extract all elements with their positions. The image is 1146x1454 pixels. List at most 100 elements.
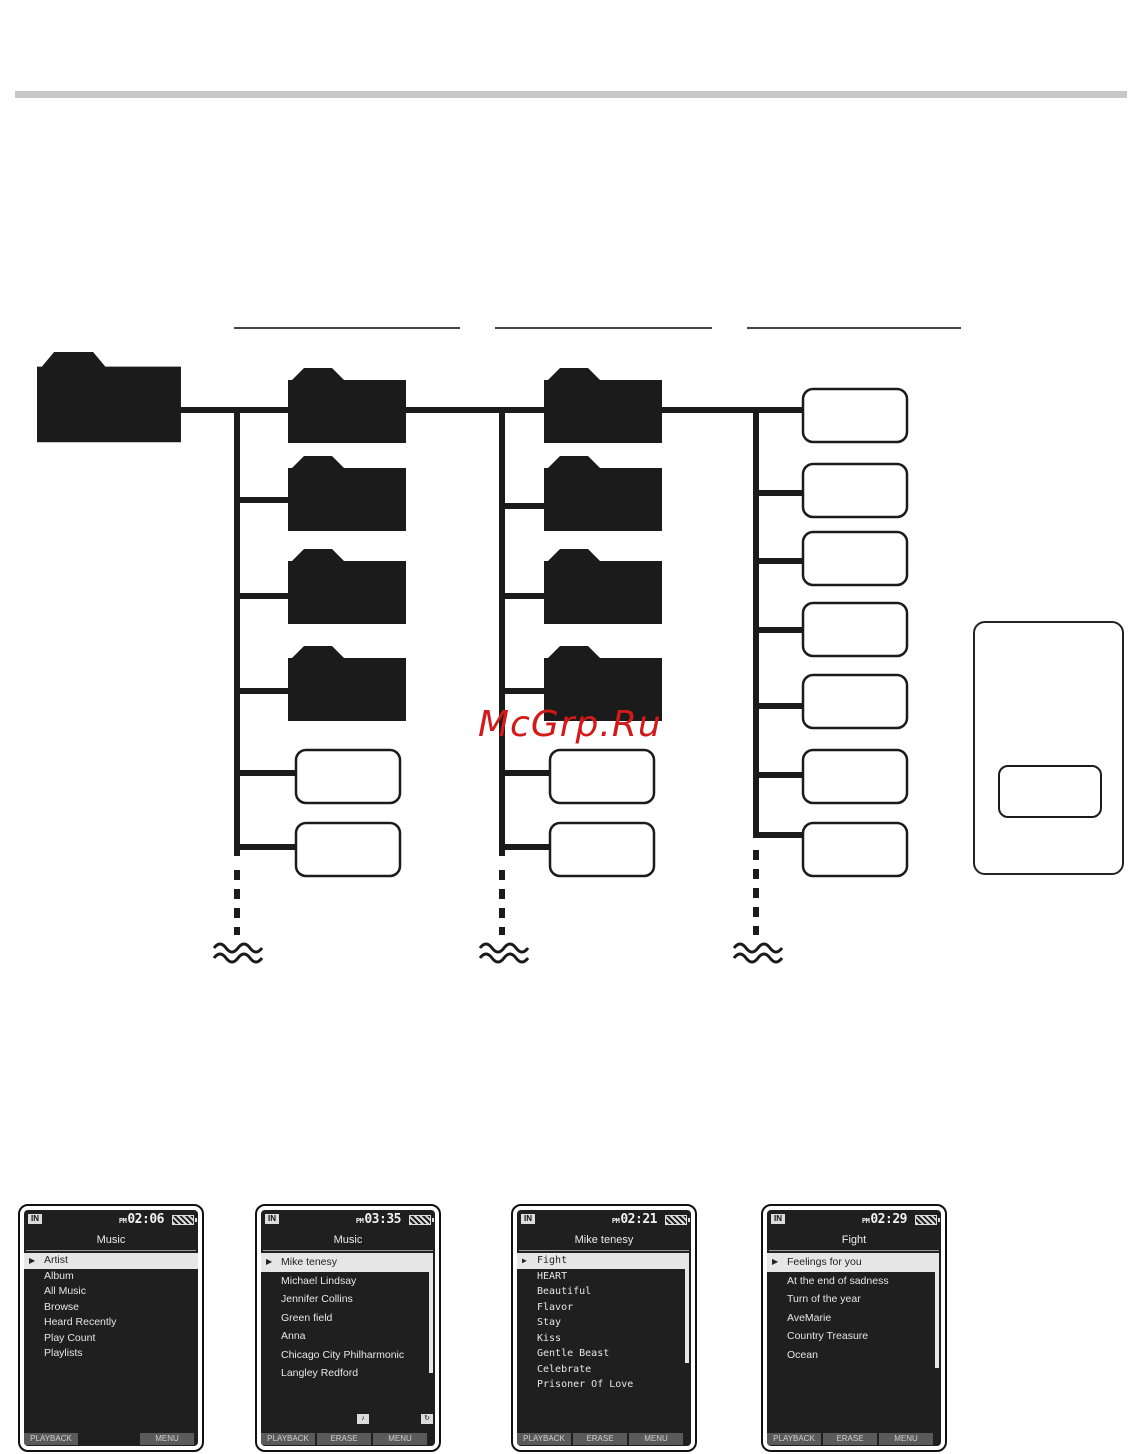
clock: PM02:21 bbox=[611, 1212, 658, 1227]
softkey-erase[interactable]: ERASE bbox=[573, 1433, 627, 1445]
level3-file-box-1 bbox=[801, 387, 909, 444]
break-mark-1b bbox=[212, 952, 264, 964]
battery-icon bbox=[915, 1215, 940, 1225]
list-item[interactable]: Country Treasure bbox=[787, 1330, 869, 1342]
menu-item[interactable]: Playlists bbox=[44, 1347, 83, 1359]
softkey-erase[interactable]: ERASE bbox=[317, 1433, 371, 1445]
softkey-menu[interactable]: MENU bbox=[879, 1433, 933, 1445]
level2-folder-icon-3 bbox=[544, 549, 662, 624]
watermark: McGrp.Ru bbox=[478, 704, 662, 745]
list-item[interactable]: Green field bbox=[281, 1311, 333, 1324]
battery-icon bbox=[665, 1215, 690, 1225]
break-mark-1 bbox=[212, 942, 264, 954]
level1-file-box-1 bbox=[294, 748, 402, 805]
lcd-title: Mike tenesy bbox=[574, 1234, 634, 1246]
status-bar: IN PM02:29 bbox=[767, 1210, 941, 1228]
list-item[interactable]: Turn of the year bbox=[787, 1293, 861, 1305]
lcd-screen-3: IN PM02:21 Mike tenesy Fight HEART Beaut… bbox=[511, 1204, 697, 1452]
softkey-menu[interactable]: MENU bbox=[140, 1433, 194, 1445]
list-item[interactable]: Mike tenesy bbox=[261, 1253, 429, 1272]
column-header-line-2 bbox=[495, 327, 712, 329]
list-item[interactable]: AveMarie bbox=[787, 1311, 832, 1324]
menu-item[interactable]: Album bbox=[44, 1269, 74, 1282]
lcd-divider bbox=[519, 1250, 689, 1251]
level1-folder-icon-4 bbox=[288, 646, 406, 721]
level2-file-box-1 bbox=[548, 748, 656, 805]
list-item[interactable]: Feelings for you bbox=[767, 1253, 935, 1272]
list-item[interactable]: Kiss bbox=[537, 1332, 562, 1344]
status-bar: IN PM02:06 bbox=[24, 1210, 198, 1228]
list-item[interactable]: Anna bbox=[281, 1330, 306, 1342]
top-rule bbox=[15, 91, 1127, 98]
level2-folder-icon-2 bbox=[544, 456, 662, 531]
list-item[interactable]: Beautiful bbox=[537, 1286, 592, 1297]
list-item[interactable]: Celebrate bbox=[537, 1363, 592, 1375]
level1-folder-icon-2 bbox=[288, 456, 406, 531]
list-item[interactable]: Ocean bbox=[787, 1348, 818, 1361]
softkey-playback[interactable]: PLAYBACK bbox=[24, 1433, 78, 1445]
track-list: Feelings for you At the end of sadness T… bbox=[767, 1253, 941, 1364]
menu-item[interactable]: Artist bbox=[24, 1253, 198, 1269]
list-item[interactable]: Flavor bbox=[537, 1301, 574, 1313]
level3-file-box-4 bbox=[801, 601, 909, 658]
softkey-erase[interactable]: ERASE bbox=[823, 1433, 877, 1445]
softkey-menu[interactable]: MENU bbox=[629, 1433, 683, 1445]
list-item[interactable]: At the end of sadness bbox=[787, 1274, 889, 1287]
level2-folder-icon-1 bbox=[544, 368, 662, 443]
list-item[interactable]: Fight bbox=[517, 1253, 685, 1269]
list-item[interactable]: Jennifer Collins bbox=[281, 1293, 353, 1305]
column-header-line-3 bbox=[747, 327, 961, 329]
softkey-playback[interactable]: PLAYBACK bbox=[767, 1433, 821, 1445]
menu-item[interactable]: Heard Recently bbox=[44, 1316, 117, 1328]
break-mark-3b bbox=[732, 952, 784, 964]
scrollbar[interactable] bbox=[429, 1253, 433, 1373]
in-badge: IN bbox=[265, 1214, 279, 1224]
softkey-bar: PLAYBACK MENU bbox=[24, 1432, 198, 1446]
folder-tree-diagram bbox=[37, 352, 1096, 964]
menu-list: Artist Album All Music Browse Heard Rece… bbox=[24, 1253, 198, 1362]
lcd-screen-1: IN PM02:06 Music Artist Album All Music … bbox=[18, 1204, 204, 1452]
break-mark-2 bbox=[478, 942, 530, 954]
menu-item[interactable]: All Music bbox=[44, 1285, 87, 1297]
level3-file-box-3 bbox=[801, 530, 909, 587]
softkey-bar: PLAYBACK ERASE MENU bbox=[261, 1432, 435, 1446]
softkey-menu[interactable]: MENU bbox=[373, 1433, 427, 1445]
softkey-playback[interactable]: PLAYBACK bbox=[517, 1433, 571, 1445]
lcd-title: Fight bbox=[841, 1234, 867, 1246]
repeat-icon: ↻ bbox=[421, 1414, 433, 1424]
lcd-screen-2: IN PM03:35 Music Mike tenesy Michael Lin… bbox=[255, 1204, 441, 1452]
list-item[interactable]: Prisoner Of Love bbox=[537, 1379, 634, 1390]
softkey-playback[interactable]: PLAYBACK bbox=[261, 1433, 315, 1445]
clock: PM02:29 bbox=[861, 1212, 908, 1227]
level1-file-box-2 bbox=[294, 821, 402, 878]
list-item[interactable]: Stay bbox=[537, 1317, 562, 1328]
list-item[interactable]: Langley Redford bbox=[281, 1367, 359, 1379]
artist-list: Mike tenesy Michael Lindsay Jennifer Col… bbox=[261, 1253, 435, 1383]
level1-folder-icon-3 bbox=[288, 549, 406, 624]
list-item[interactable]: Chicago City Philharmonic bbox=[281, 1348, 405, 1361]
scrollbar[interactable] bbox=[935, 1253, 939, 1368]
lcd-title: Music bbox=[333, 1234, 363, 1246]
clock: PM03:35 bbox=[355, 1212, 402, 1227]
lcd-divider bbox=[263, 1250, 433, 1251]
list-item[interactable]: HEART bbox=[537, 1270, 568, 1282]
root-folder-icon bbox=[37, 352, 181, 443]
scrollbar[interactable] bbox=[685, 1253, 689, 1363]
battery-icon bbox=[172, 1215, 197, 1225]
list-item[interactable]: Michael Lindsay bbox=[281, 1274, 357, 1287]
list-item[interactable]: Gentle Beast bbox=[537, 1348, 610, 1359]
in-badge: IN bbox=[28, 1214, 42, 1224]
album-list: Fight HEART Beautiful Flavor Stay Kiss G… bbox=[517, 1253, 691, 1393]
level3-file-box-6 bbox=[801, 748, 909, 805]
break-mark-2b bbox=[478, 952, 530, 964]
column-header-line-1 bbox=[234, 327, 460, 329]
lcd-divider bbox=[769, 1250, 939, 1251]
lcd-display: IN PM02:21 Mike tenesy Fight HEART Beaut… bbox=[517, 1210, 691, 1446]
lcd-divider bbox=[26, 1250, 196, 1251]
lcd-display: IN PM03:35 Music Mike tenesy Michael Lin… bbox=[261, 1210, 435, 1446]
status-bar: IN PM03:35 bbox=[261, 1210, 435, 1228]
menu-item[interactable]: Play Count bbox=[44, 1331, 96, 1344]
media-icon: ♪ bbox=[357, 1414, 369, 1424]
menu-item[interactable]: Browse bbox=[44, 1300, 80, 1313]
level2-folder-icon-4 bbox=[544, 646, 662, 721]
